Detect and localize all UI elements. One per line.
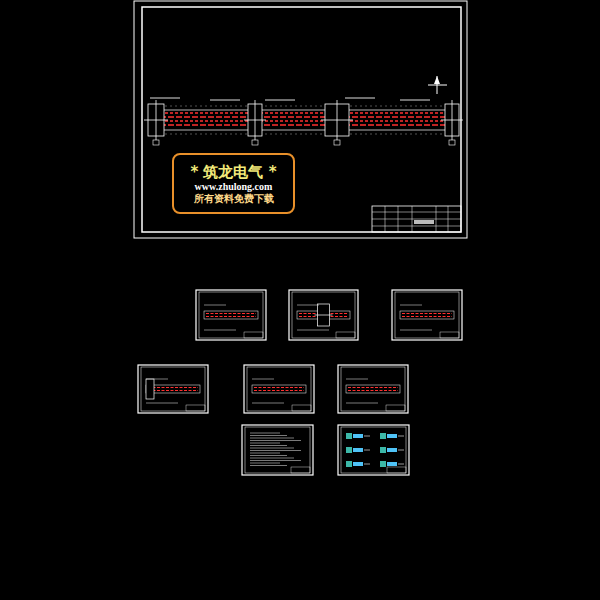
drawing-sheet — [338, 365, 408, 413]
sheet-frame — [134, 1, 467, 238]
pipeline-plan — [144, 98, 463, 145]
sheet-border — [142, 7, 461, 232]
drawing-sheet — [338, 425, 409, 475]
drawing-sheet — [392, 290, 462, 340]
drawing-sheet — [289, 290, 358, 340]
watermark-text: 所有资料免费下载 — [194, 193, 274, 205]
drawing-sheet — [196, 290, 266, 340]
drawing-sheet — [138, 365, 208, 413]
watermark-box: * 筑龙电气 *www.zhulong.com所有资料免费下载 — [172, 153, 295, 214]
watermark-text: * 筑龙电气 * — [190, 163, 276, 181]
drawing-sheet — [242, 425, 313, 475]
north-arrow — [428, 76, 447, 94]
watermark-text: www.zhulong.com — [195, 181, 273, 193]
drawing-sheet — [244, 365, 314, 413]
title-block — [372, 206, 461, 232]
